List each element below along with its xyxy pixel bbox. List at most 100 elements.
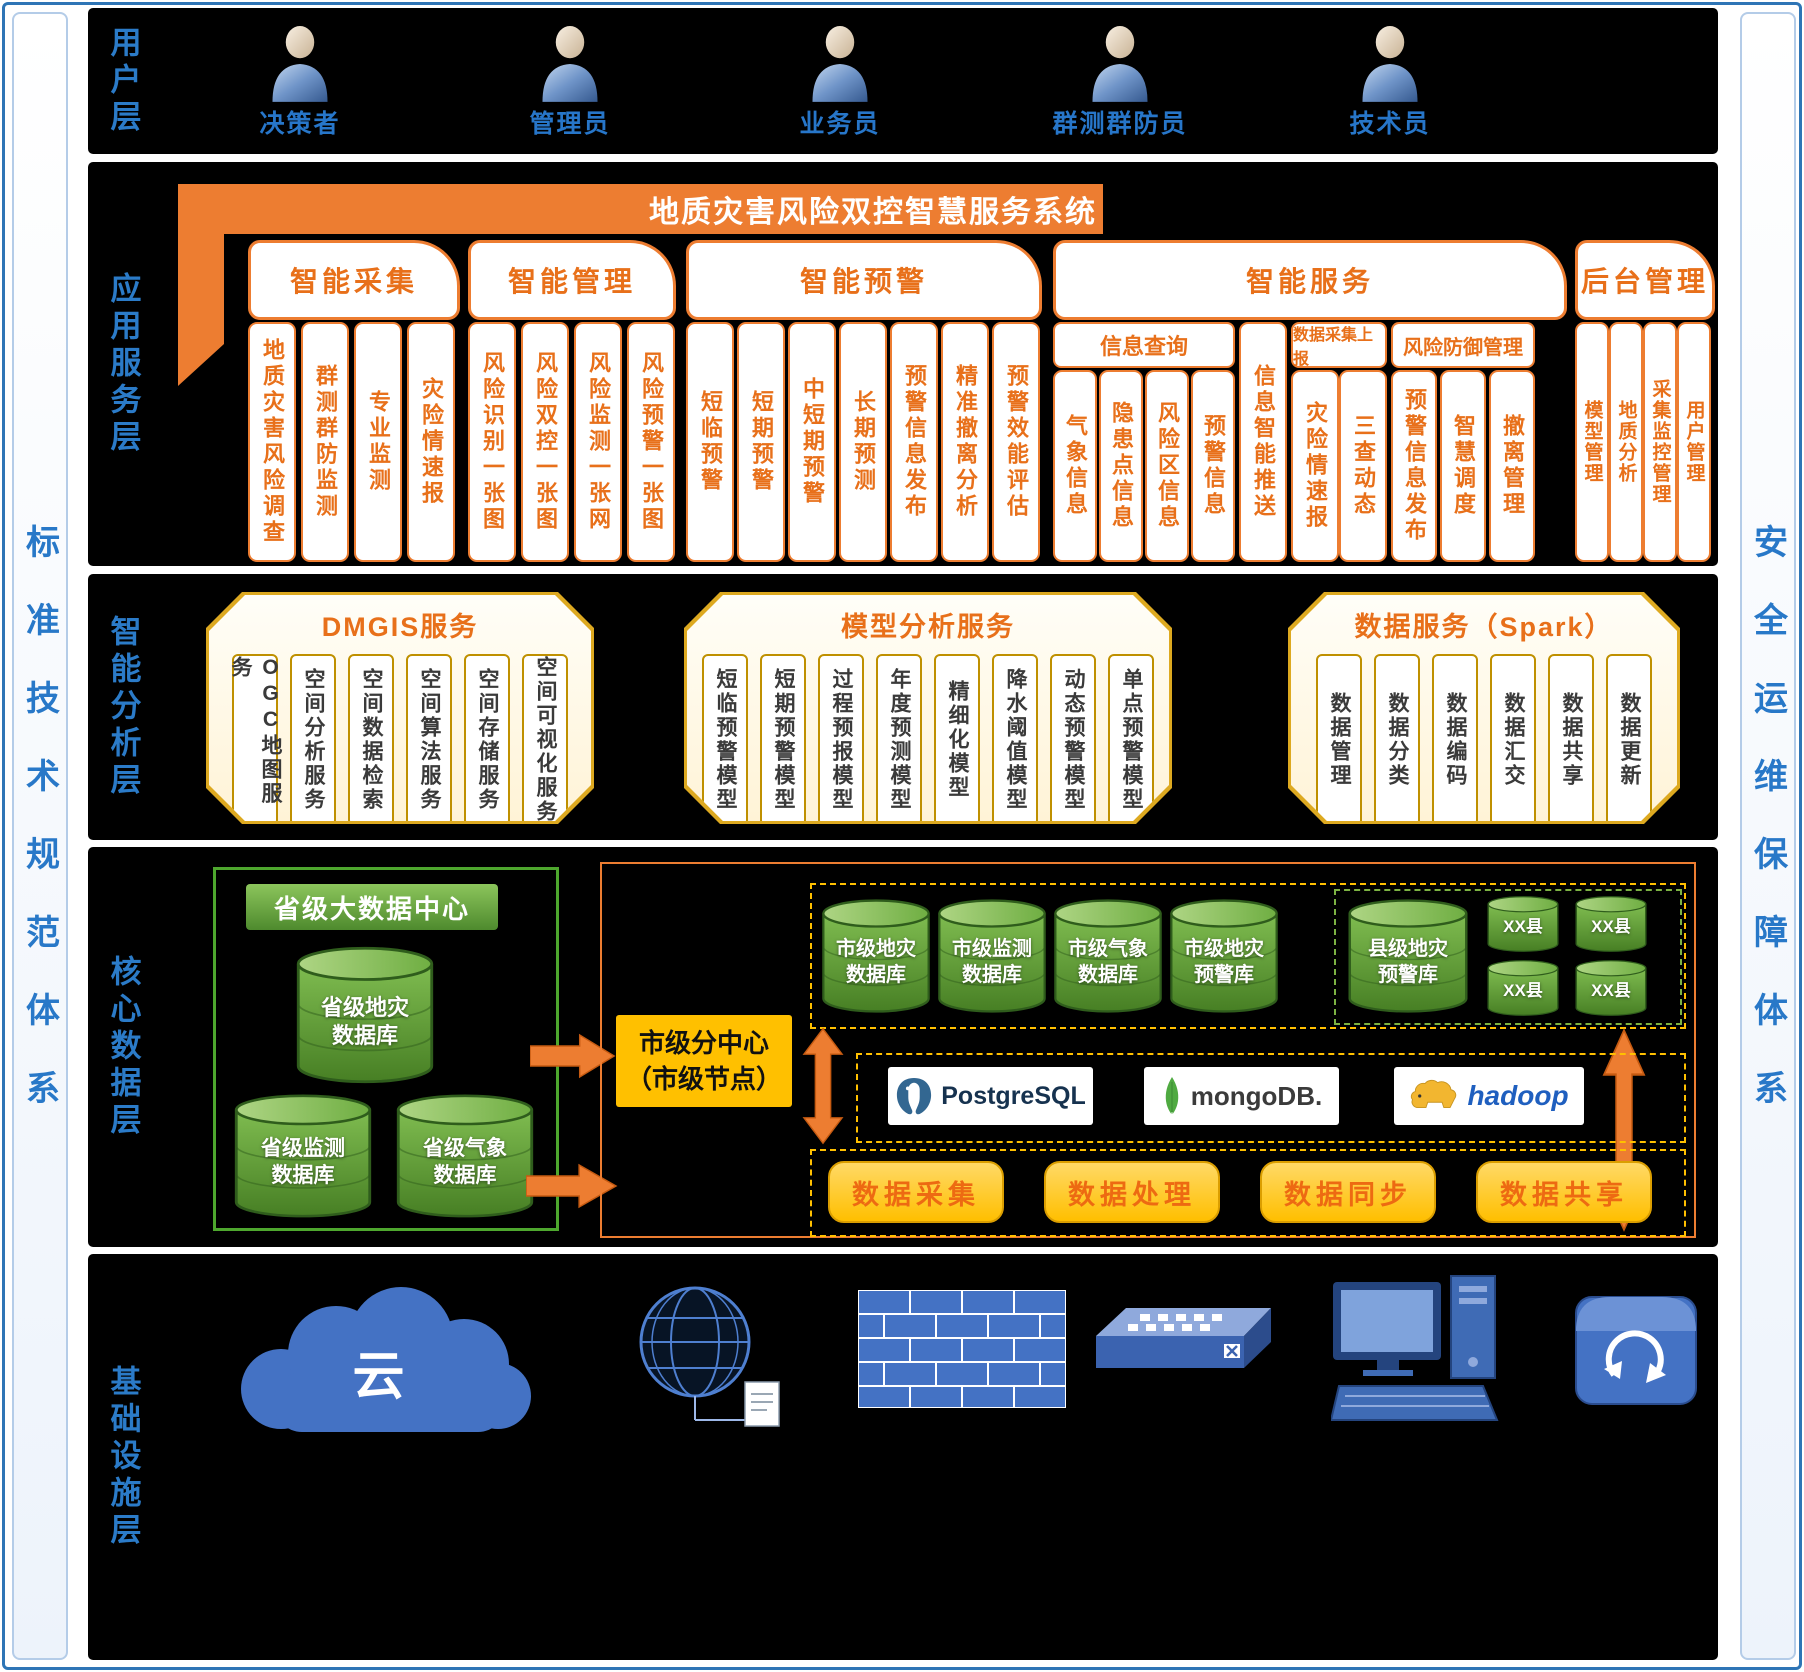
app-item: 撤离管理 xyxy=(1489,370,1535,562)
analysis-item: 过程预报模型 xyxy=(818,654,864,826)
db-cylinder-city-geohazard: 市级地灾数据库 xyxy=(820,897,932,1015)
app-item: 地质分析 xyxy=(1609,322,1643,562)
panel-data-service-spark: 数据服务（Spark） 数据管理 数据分类 数据编码 数据汇交 数据共享 数据更… xyxy=(1288,592,1680,824)
process-button-data-collect: 数据采集 xyxy=(828,1161,1004,1223)
app-item: 短期预警 xyxy=(737,322,785,562)
tech-logo-postgresql: PostgreSQL xyxy=(888,1067,1093,1125)
database-icon xyxy=(296,946,434,1084)
data-layer-panel: 核心数据层 省级大数据中心 省级地灾数据库 省级监测数据库 省级气象数据库 市级… xyxy=(88,847,1718,1247)
cloud-icon: 云 xyxy=(206,1284,551,1449)
app-service-layer-panel: 应用服务层 地质灾害风险双控智慧服务系统 智能采集 智能管理 智能预警 智能服务… xyxy=(88,162,1718,566)
analysis-item: 短期预警模型 xyxy=(760,654,806,826)
app-item: 气象信息 xyxy=(1053,370,1097,562)
system-title-banner: 地质灾害风险双控智慧服务系统 xyxy=(643,184,1103,234)
app-item: 群测群防监测 xyxy=(301,322,349,562)
analysis-item: 数据共享 xyxy=(1548,654,1594,826)
process-dashed-box xyxy=(810,1149,1686,1237)
hadoop-elephant-icon xyxy=(1411,1079,1457,1109)
app-item: 风险识别一张图 xyxy=(468,322,516,562)
app-item: 精准撤离分析 xyxy=(941,322,989,562)
infra-layer-label: 基础设施层 xyxy=(105,1364,141,1550)
person-icon xyxy=(1092,26,1148,102)
app-item: 采集监控管理 xyxy=(1643,322,1677,562)
db-cylinder-province-monitor: 省级监测数据库 xyxy=(232,1092,374,1220)
analysis-item: 数据管理 xyxy=(1316,654,1362,826)
analysis-item: 数据分类 xyxy=(1374,654,1420,826)
subgroup-header-data-report: 数据采集上报 xyxy=(1291,322,1387,368)
tech-logo-mongodb: mongoDB. xyxy=(1144,1067,1339,1125)
app-item: 风险监测一张网 xyxy=(574,322,622,562)
analysis-layer-label: 智能分析层 xyxy=(105,614,141,800)
app-item-smart-push: 信息智能推送 xyxy=(1239,322,1287,562)
analysis-item: 数据编码 xyxy=(1432,654,1478,826)
city-area-outline xyxy=(600,862,1696,1238)
app-item: 智慧调度 xyxy=(1440,370,1486,562)
postgresql-elephant-icon xyxy=(897,1077,932,1115)
db-cylinder-city-monitor: 市级监测数据库 xyxy=(936,897,1048,1015)
group-header-smart-manage: 智能管理 xyxy=(468,240,676,320)
database-icon xyxy=(938,899,1046,1013)
person-icon xyxy=(812,26,868,102)
arrow-right-icon xyxy=(526,1163,618,1209)
panel-model-analysis-service: 模型分析服务 短临预警模型 短期预警模型 过程预报模型 年度预测模型 精细化模型… xyxy=(684,592,1172,824)
analysis-item: OGC地图服务 xyxy=(232,654,278,826)
app-item: 三查动态 xyxy=(1339,370,1387,562)
user-layer-panel: 用户层 决策者 管理员 业务员 群测群防员 技术员 xyxy=(88,8,1718,154)
analysis-item: 单点预警模型 xyxy=(1108,654,1154,826)
user-name: 决策者 xyxy=(259,110,341,138)
right-pillar-label: 安全运维保障体系 xyxy=(1748,524,1787,1148)
globe-icon xyxy=(633,1280,793,1432)
router-icon xyxy=(1566,1279,1706,1414)
panel-title: 数据服务（Spark） xyxy=(1354,612,1614,642)
process-button-data-sync: 数据同步 xyxy=(1260,1161,1436,1223)
app-item: 预警效能评估 xyxy=(992,322,1040,562)
app-item: 长期预测 xyxy=(839,322,887,562)
subgroup-header-info-query: 信息查询 xyxy=(1053,322,1235,368)
db-cylinder-county-warning: 县级地灾预警库 xyxy=(1346,897,1470,1015)
database-icon xyxy=(1487,960,1559,1016)
analysis-item: 空间算法服务 xyxy=(406,654,452,826)
app-item: 预警信息发布 xyxy=(1391,370,1437,562)
database-icon xyxy=(396,1094,534,1218)
analysis-layer-panel: 智能分析层 DMGIS服务 OGC地图服务 空间分析服务 空间数据检索 空间算法… xyxy=(88,574,1718,840)
person-icon xyxy=(542,26,598,102)
ribbon-decoration xyxy=(178,184,643,396)
analysis-item: 降水阈值模型 xyxy=(992,654,1038,826)
city-db-dashed-box xyxy=(810,883,1686,1029)
user-name: 管理员 xyxy=(529,110,611,138)
tech-logo-hadoop: hadoop xyxy=(1394,1067,1584,1125)
db-cylinder-county-node: XX县 xyxy=(1574,959,1648,1017)
data-layer-label: 核心数据层 xyxy=(105,954,141,1140)
db-cylinder-county-node: XX县 xyxy=(1574,895,1648,953)
user-decision-maker: 决策者 xyxy=(215,24,385,140)
database-icon xyxy=(1054,899,1162,1013)
county-db-dashed-box xyxy=(1334,889,1682,1025)
database-icon xyxy=(1575,960,1647,1016)
user-technician: 技术员 xyxy=(1305,24,1475,140)
database-icon xyxy=(1487,896,1559,952)
user-name: 群测群防员 xyxy=(1052,110,1188,138)
user-business-staff: 业务员 xyxy=(755,24,925,140)
analysis-item: 动态预警模型 xyxy=(1050,654,1096,826)
tech-logos-dashed-box xyxy=(856,1053,1686,1143)
province-data-center-title: 省级大数据中心 xyxy=(246,884,498,930)
analysis-item: 精细化模型 xyxy=(934,654,980,826)
subgroup-header-risk-defense: 风险防御管理 xyxy=(1391,322,1535,368)
firewall-icon xyxy=(857,1289,1067,1409)
db-cylinder-province-geohazard: 省级地灾数据库 xyxy=(294,944,436,1086)
person-icon xyxy=(272,26,328,102)
app-item: 风险预警一张图 xyxy=(627,322,675,562)
analysis-item: 短临预警模型 xyxy=(702,654,748,826)
app-item: 风险双控一张图 xyxy=(521,322,569,562)
analysis-item: 年度预测模型 xyxy=(876,654,922,826)
arrow-vertical-icon xyxy=(802,1027,844,1145)
database-icon xyxy=(1575,896,1647,952)
analysis-item: 空间存储服务 xyxy=(464,654,510,826)
panel-dmgis-service: DMGIS服务 OGC地图服务 空间分析服务 空间数据检索 空间算法服务 空间存… xyxy=(206,592,594,824)
db-cylinder-province-weather: 省级气象数据库 xyxy=(394,1092,536,1220)
cloud-label: 云 xyxy=(352,1348,405,1406)
app-item: 灾险情速报 xyxy=(407,322,455,562)
user-name: 业务员 xyxy=(799,110,881,138)
analysis-item: 空间数据检索 xyxy=(348,654,394,826)
group-header-backend-admin: 后台管理 xyxy=(1575,240,1715,320)
